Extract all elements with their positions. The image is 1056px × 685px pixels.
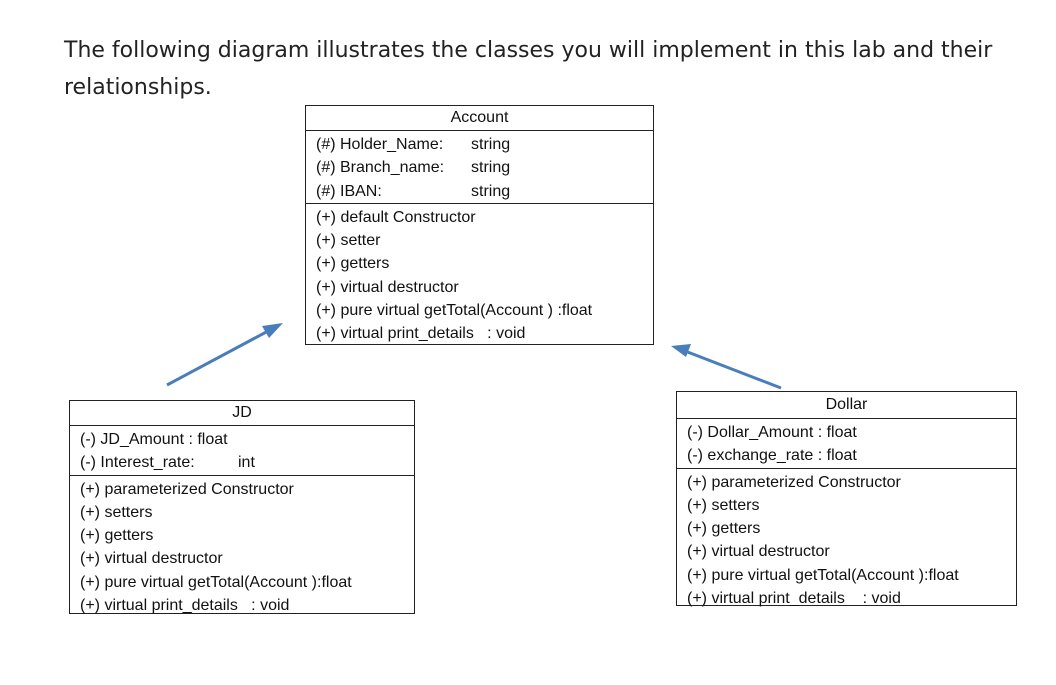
method-row: (+) pure virtual getTotal(Account ):floa… xyxy=(687,566,959,584)
attribute-label: (-) exchange_rate : float xyxy=(687,447,857,465)
attribute-row: (#) Holder_Name: string xyxy=(316,133,643,156)
method-row: (+) virtual destructor xyxy=(687,543,830,561)
attribute-row: (-) JD_Amount : float xyxy=(80,428,404,451)
method-row: (+) setters xyxy=(687,496,760,514)
attribute-row: (-) exchange_rate : float xyxy=(687,444,1006,467)
method-row: (+) setters xyxy=(80,503,153,521)
method-row: (+) setter xyxy=(316,232,381,250)
attribute-label: (#) IBAN: xyxy=(316,182,382,200)
attribute-row: (-) Interest_rate: int xyxy=(80,451,404,474)
attribute-row: (#) Branch_name: string xyxy=(316,156,643,179)
method-row: (+) virtual print_details : void xyxy=(80,597,290,615)
attribute-type: string xyxy=(471,182,511,200)
attributes-section: (-) Dollar_Amount : float (-) exchange_r… xyxy=(677,419,1016,468)
attributes-section: (-) JD_Amount : float (-) Interest_rate:… xyxy=(70,426,414,475)
method-row: (+) getters xyxy=(687,520,761,538)
class-name: Account xyxy=(306,106,653,131)
class-dollar: Dollar (-) Dollar_Amount : float (-) exc… xyxy=(676,391,1017,607)
attribute-type: string xyxy=(471,159,511,177)
method-row: (+) getters xyxy=(80,527,154,545)
class-jd: JD (-) JD_Amount : float (-) Interest_ra… xyxy=(69,400,415,614)
arrow-jd-to-account xyxy=(166,323,283,387)
method-row: (+) default Constructor xyxy=(316,208,476,226)
method-row: (+) virtual destructor xyxy=(80,550,223,568)
attribute-label: (-) JD_Amount : float xyxy=(80,431,228,448)
class-name: Dollar xyxy=(677,392,1016,419)
method-row: (+) pure virtual getTotal(Account ) :flo… xyxy=(316,302,593,320)
method-row: (+) parameterized Constructor xyxy=(80,480,294,498)
attribute-row: (#) IBAN: string xyxy=(316,180,643,203)
class-account: Account (#) Holder_Name: string (#) Bran… xyxy=(305,105,654,345)
class-name: JD xyxy=(70,401,414,426)
method-row: (+) virtual destructor xyxy=(316,278,459,296)
attribute-type: int xyxy=(238,454,255,472)
attributes-section: (#) Holder_Name: string (#) Branch_name:… xyxy=(306,131,653,203)
attribute-label: (-) Dollar_Amount : float xyxy=(687,424,857,441)
attribute-type: string xyxy=(471,136,511,153)
attribute-label: (-) Interest_rate: xyxy=(80,454,195,472)
arrow-dollar-to-account xyxy=(671,344,782,390)
method-row: (+) virtual print_details : void xyxy=(316,325,526,343)
attribute-row: (-) Dollar_Amount : float xyxy=(687,421,1006,444)
method-row: (+) getters xyxy=(316,255,390,273)
methods-section: (+) parameterized Constructor (+) setter… xyxy=(677,467,1016,611)
method-row: (+) parameterized Constructor xyxy=(687,473,901,491)
attribute-label: (#) Branch_name: xyxy=(316,159,445,177)
method-row: (+) virtual print_details : void xyxy=(687,590,901,608)
methods-section: (+) parameterized Constructor (+) setter… xyxy=(70,474,414,618)
attribute-label: (#) Holder_Name: xyxy=(316,136,444,153)
method-row: (+) pure virtual getTotal(Account ):floa… xyxy=(80,573,352,591)
intro-paragraph: The following diagram illustrates the cl… xyxy=(64,38,993,100)
methods-section: (+) default Constructor (+) setter (+) g… xyxy=(306,202,653,346)
